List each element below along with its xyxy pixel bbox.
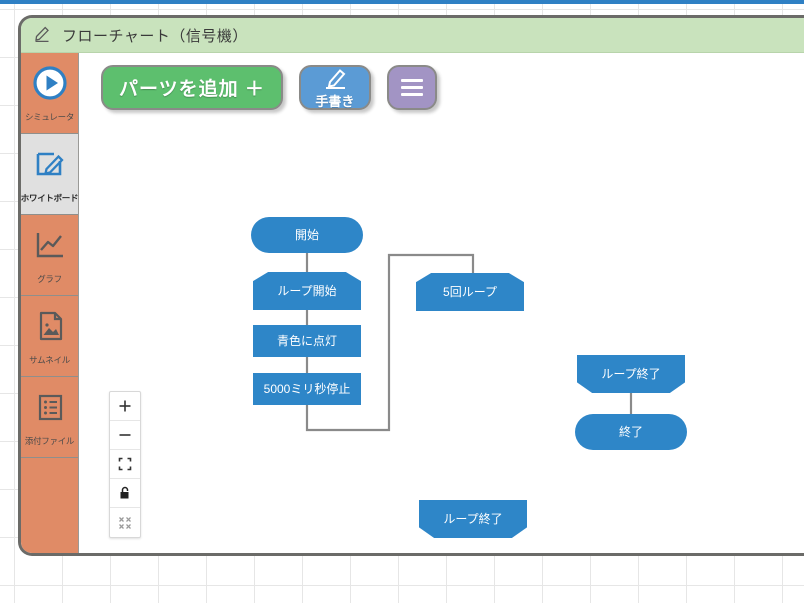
flow-node-label: ループ終了 (601, 367, 661, 381)
pencil-underline-icon (320, 65, 350, 96)
flow-node-start[interactable]: 開始 (251, 217, 363, 253)
sidebar-item-label: グラフ (37, 274, 62, 284)
flow-node-label: 終了 (618, 425, 643, 439)
connector-loopback (305, 253, 475, 432)
sidebar-item-label: 添付ファイル (24, 436, 75, 446)
zoom-controls (109, 391, 141, 538)
flow-node-label: 青色に点灯 (276, 334, 337, 348)
flow-node-loop-end-floating[interactable]: ループ終了 (419, 500, 527, 538)
zoom-in-icon[interactable] (110, 392, 140, 421)
play-circle-icon (30, 63, 70, 108)
lock-icon[interactable] (110, 479, 140, 508)
flow-node-blue-light[interactable]: 青色に点灯 (253, 325, 361, 357)
sidebar-item-thumbnail[interactable]: サムネイル (21, 296, 78, 377)
card-body: シミュレータ ホワイトボード (20, 53, 804, 553)
flow-node-label: ループ終了 (443, 512, 503, 526)
page-title: フローチャート（信号機） (62, 27, 248, 45)
top-accent-bar (0, 0, 804, 4)
flow-node-loop-5-times[interactable]: 5回ループ (416, 273, 524, 311)
sidebar-item-label: ホワイトボード (20, 193, 79, 203)
image-document-icon (30, 306, 70, 351)
line-chart-icon (30, 225, 70, 270)
sidebar-filler (21, 458, 78, 553)
hamburger-menu-icon (400, 75, 423, 100)
pencil-edit-icon[interactable] (33, 23, 53, 48)
flow-node-end[interactable]: 終了 (575, 414, 687, 450)
fit-screen-icon[interactable] (110, 450, 140, 479)
flow-node-loop-start[interactable]: ループ開始 (253, 272, 361, 310)
handwrite-button[interactable]: 手書き (298, 65, 371, 110)
flow-node-wait[interactable]: 5000ミリ秒停止 (253, 373, 361, 405)
sidebar-item-label: シミュレータ (24, 112, 75, 122)
list-document-icon (30, 387, 70, 432)
flow-node-label: ループ開始 (277, 284, 337, 298)
title-bar: フローチャート（信号機） (21, 18, 804, 53)
sidebar: シミュレータ ホワイトボード (20, 53, 79, 553)
sidebar-item-label: サムネイル (29, 355, 70, 365)
flow-node-loop-end-connected[interactable]: ループ終了 (577, 355, 685, 393)
whiteboard-pencil-icon (30, 144, 70, 189)
flow-node-label: 5回ループ (443, 285, 497, 299)
whiteboard-canvas[interactable]: パーツを追加 ＋ 手書き (79, 53, 804, 553)
whiteboard-card: フローチャート（信号機） シミュレータ (18, 15, 804, 556)
sidebar-item-graph[interactable]: グラフ (21, 215, 78, 296)
sidebar-item-simulator[interactable]: シミュレータ (21, 53, 78, 134)
flow-node-label: 開始 (294, 228, 319, 242)
collapse-icon[interactable] (110, 508, 140, 537)
canvas-toolbar: パーツを追加 ＋ 手書き (101, 65, 437, 110)
zoom-out-icon[interactable] (110, 421, 140, 450)
flow-connectors (305, 253, 633, 432)
menu-button[interactable] (386, 65, 437, 110)
sidebar-item-whiteboard[interactable]: ホワイトボード (20, 134, 79, 215)
sidebar-item-attachments[interactable]: 添付ファイル (21, 377, 78, 458)
add-parts-label: パーツを追加 ＋ (119, 79, 265, 100)
add-parts-button[interactable]: パーツを追加 ＋ (101, 65, 283, 110)
handwrite-label: 手書き (315, 94, 355, 109)
flow-node-label: 5000ミリ秒停止 (263, 382, 351, 396)
